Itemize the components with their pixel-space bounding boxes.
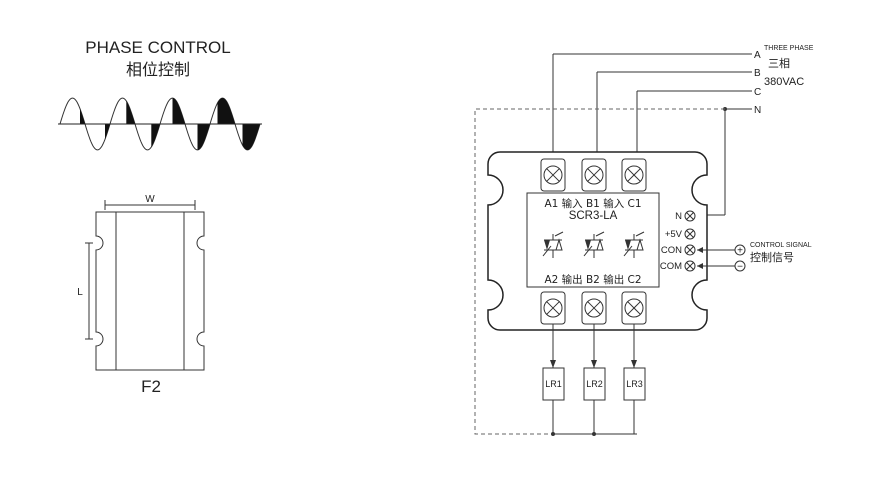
conduction-segment xyxy=(217,98,235,124)
pin-com-label: COM xyxy=(660,261,682,272)
conduction-segment xyxy=(151,124,160,148)
control-signal-label: CONTROL SIGNAL xyxy=(750,242,812,249)
control-plus: + xyxy=(737,246,743,257)
pin-n-label: N xyxy=(675,211,682,222)
load-wiring xyxy=(542,324,646,436)
control-minus: − xyxy=(737,262,743,273)
line-b-label: B xyxy=(754,68,761,79)
pin-5v-label: +5V xyxy=(665,229,683,240)
module-model: SCR3-LA xyxy=(569,210,618,222)
width-dimension-label: W xyxy=(145,194,155,205)
conduction-segment xyxy=(126,100,135,124)
length-dimension-label: L xyxy=(77,287,83,298)
control-signal-wiring xyxy=(697,244,746,272)
three-phase-cn: 三相 xyxy=(768,57,790,70)
phase-control-subtitle: 相位控制 xyxy=(126,60,190,79)
supply-voltage: 380VAC xyxy=(764,76,804,88)
load-lr3: LR3 xyxy=(626,379,643,389)
conduction-segment xyxy=(80,108,85,124)
package-name: F2 xyxy=(141,377,161,396)
conduction-segment xyxy=(242,124,260,150)
inputs-label: A1 输入 B1 输入 C1 xyxy=(544,197,641,210)
three-phase-note: THREE PHASE xyxy=(764,45,814,52)
phase-waveform xyxy=(58,97,262,151)
phase-control-title: PHASE CONTROL xyxy=(85,38,230,57)
conduction-segment xyxy=(105,124,110,140)
package-outline xyxy=(85,200,205,371)
outputs-label: A2 输出 B2 输出 C2 xyxy=(544,273,641,286)
line-c-label: C xyxy=(754,87,761,98)
conduction-segment xyxy=(172,98,185,124)
ssr-module xyxy=(487,151,708,331)
load-lr1: LR1 xyxy=(545,379,562,389)
line-a-label: A xyxy=(754,50,761,61)
line-n-label: N xyxy=(754,105,761,116)
pin-con-label: CON xyxy=(661,245,682,256)
conduction-segment xyxy=(197,124,210,150)
control-signal-cn: 控制信号 xyxy=(750,250,794,264)
load-lr2: LR2 xyxy=(586,379,603,389)
